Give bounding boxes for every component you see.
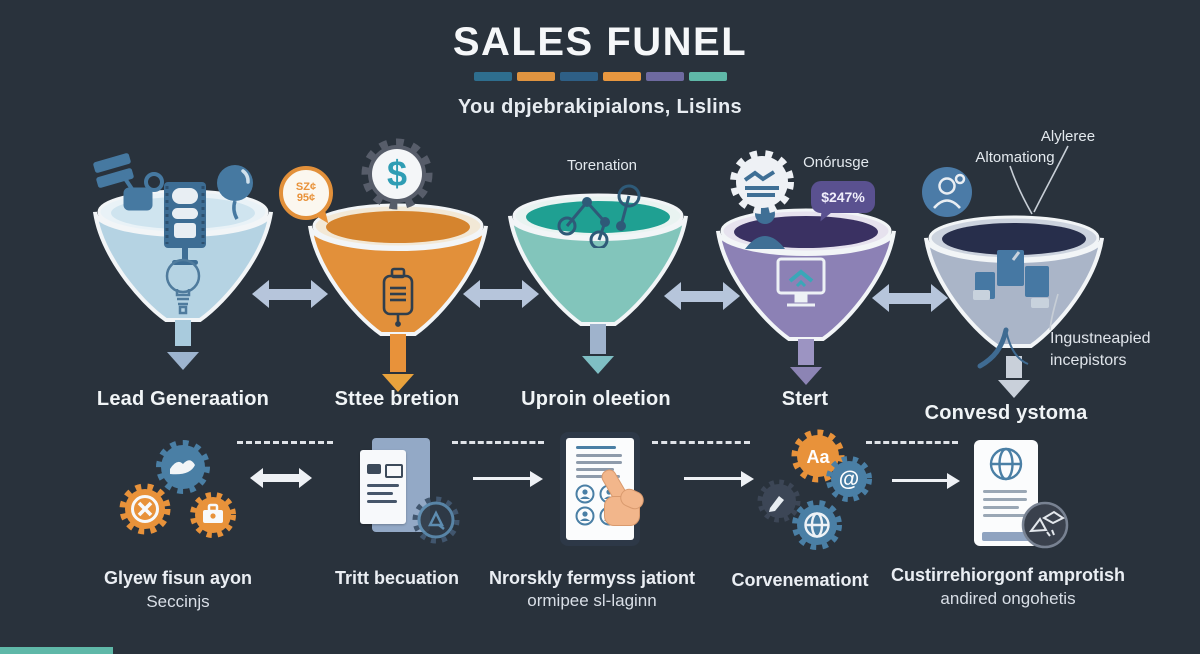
person-badge-icon bbox=[922, 167, 972, 217]
annotation-torenation: Torenation bbox=[566, 157, 638, 174]
document-page bbox=[360, 450, 406, 524]
gear-cross-icon bbox=[119, 483, 171, 535]
funnel-stem bbox=[798, 339, 814, 365]
globe-icon bbox=[989, 447, 1023, 481]
settings-gears-icon bbox=[118, 438, 248, 548]
gear-briefcase-icon bbox=[190, 492, 236, 538]
monitor-up-icon bbox=[776, 257, 826, 307]
annotation-note-line1: Ingustneapied bbox=[1050, 330, 1151, 347]
right-arrow bbox=[892, 472, 960, 489]
gear-pen-icon bbox=[757, 479, 801, 523]
funnel-stage-1 bbox=[90, 126, 276, 426]
dashed-connector bbox=[452, 441, 544, 444]
lightbulb-icon bbox=[165, 258, 201, 315]
tablet-frame bbox=[560, 432, 640, 546]
divider-dash bbox=[688, 72, 727, 82]
bottom-label-3b: ormipee sl-laginn bbox=[527, 591, 657, 610]
double-arrow bbox=[872, 284, 948, 312]
dollar-glyph: $ bbox=[387, 153, 407, 194]
gear-at-icon: @ bbox=[826, 456, 872, 502]
price-bubble: SZ¢ 95¢ bbox=[279, 166, 333, 220]
bottom-label-4: Corvenemationt bbox=[731, 570, 869, 590]
network-graph-icon bbox=[557, 184, 641, 248]
bottom-label-3: Nrorskly fermyss jationt bbox=[488, 568, 696, 588]
funnel-shape bbox=[508, 193, 688, 326]
stage-label-5: Convesd ystoma bbox=[924, 402, 1088, 424]
down-arrow bbox=[167, 352, 199, 370]
dashed-connector bbox=[652, 441, 750, 444]
page-title: SALES FUNEL bbox=[452, 20, 748, 64]
stage-label-4: Stert bbox=[781, 388, 829, 410]
channel-gears-icon: Aa @ bbox=[748, 428, 874, 558]
stage-label-2: Sttee bretion bbox=[334, 388, 460, 410]
annotation-note-line2: incepistors bbox=[1050, 352, 1127, 369]
bottom-label-1: Glyew fisun ayon bbox=[103, 568, 253, 588]
funnel-stem bbox=[390, 334, 406, 372]
blocks-icon bbox=[973, 250, 1049, 308]
prism-badge-icon bbox=[1021, 501, 1069, 549]
annotation-altomationg: Altomationg bbox=[975, 149, 1055, 166]
down-arrow bbox=[582, 356, 614, 374]
divider-dash bbox=[516, 72, 555, 82]
dashed-connector bbox=[237, 441, 333, 444]
svg-text:@: @ bbox=[839, 468, 859, 491]
double-arrow bbox=[463, 280, 539, 308]
stage-label-3: Uproin oleetion bbox=[521, 388, 671, 410]
document-gear-icon bbox=[360, 438, 460, 550]
title-divider bbox=[0, 68, 1200, 86]
page-subtitle: You dpjebrakipialons, Lislins bbox=[458, 96, 742, 118]
phone-bottom-bar bbox=[982, 532, 1030, 541]
chat-bubble: $247% bbox=[811, 181, 875, 213]
balloon-icon bbox=[217, 165, 253, 220]
funnel-stem bbox=[175, 320, 191, 346]
stage-label-1: Lead Generaation bbox=[96, 388, 270, 410]
funnel-shape bbox=[308, 203, 488, 336]
bottom-label-2: Tritt becuation bbox=[334, 568, 459, 588]
double-arrow bbox=[250, 468, 312, 488]
gear-dollar-icon: $ bbox=[361, 138, 433, 210]
gear-badge-icon bbox=[412, 496, 460, 544]
funnel-stage-4: $247% bbox=[713, 145, 899, 445]
funnel-stage-5 bbox=[921, 152, 1107, 452]
svg-text:Aa: Aa bbox=[806, 447, 830, 467]
double-arrow bbox=[252, 280, 328, 308]
satellite-icon bbox=[93, 153, 164, 211]
tablet-contacts-icon bbox=[560, 432, 670, 554]
right-arrow bbox=[473, 470, 543, 487]
dashed-connector bbox=[866, 441, 958, 444]
gear-text-icon: Aa bbox=[791, 429, 845, 483]
gear-bird-icon bbox=[156, 440, 210, 494]
divider-dash bbox=[602, 72, 641, 82]
corner-accent-bar bbox=[0, 647, 113, 654]
screen-panel-icon bbox=[164, 182, 206, 265]
annotation-lines bbox=[977, 145, 1069, 369]
divider-dash bbox=[473, 72, 512, 82]
divider-dash bbox=[559, 72, 598, 82]
bottom-label-5: Custirrehiorgonf amprotish bbox=[890, 565, 1125, 585]
webpage-phone-icon bbox=[962, 440, 1074, 552]
gear-globe-icon bbox=[792, 500, 842, 550]
bottom-label-1b: Seccinjs bbox=[146, 592, 210, 611]
funnel-stage-2: $ SZ¢ 95¢ bbox=[279, 138, 491, 440]
down-arrow bbox=[790, 367, 822, 385]
funnel-stem bbox=[590, 324, 606, 354]
annotation-alyleree: Alyleree bbox=[1040, 128, 1096, 145]
annotation-onorusge: Onórusge bbox=[803, 154, 869, 171]
double-arrow bbox=[664, 282, 740, 310]
bottom-label-5b: andired ongohetis bbox=[940, 589, 1076, 608]
document-tag-icon bbox=[382, 267, 414, 327]
funnel-stage-3 bbox=[505, 130, 691, 430]
right-arrow bbox=[684, 470, 754, 487]
divider-dash bbox=[645, 72, 684, 82]
gear-handshake-icon bbox=[730, 150, 794, 214]
funnel-stem bbox=[1006, 356, 1022, 378]
funnel-shape bbox=[924, 215, 1104, 348]
down-arrow bbox=[998, 380, 1030, 398]
down-arrow bbox=[382, 374, 414, 392]
